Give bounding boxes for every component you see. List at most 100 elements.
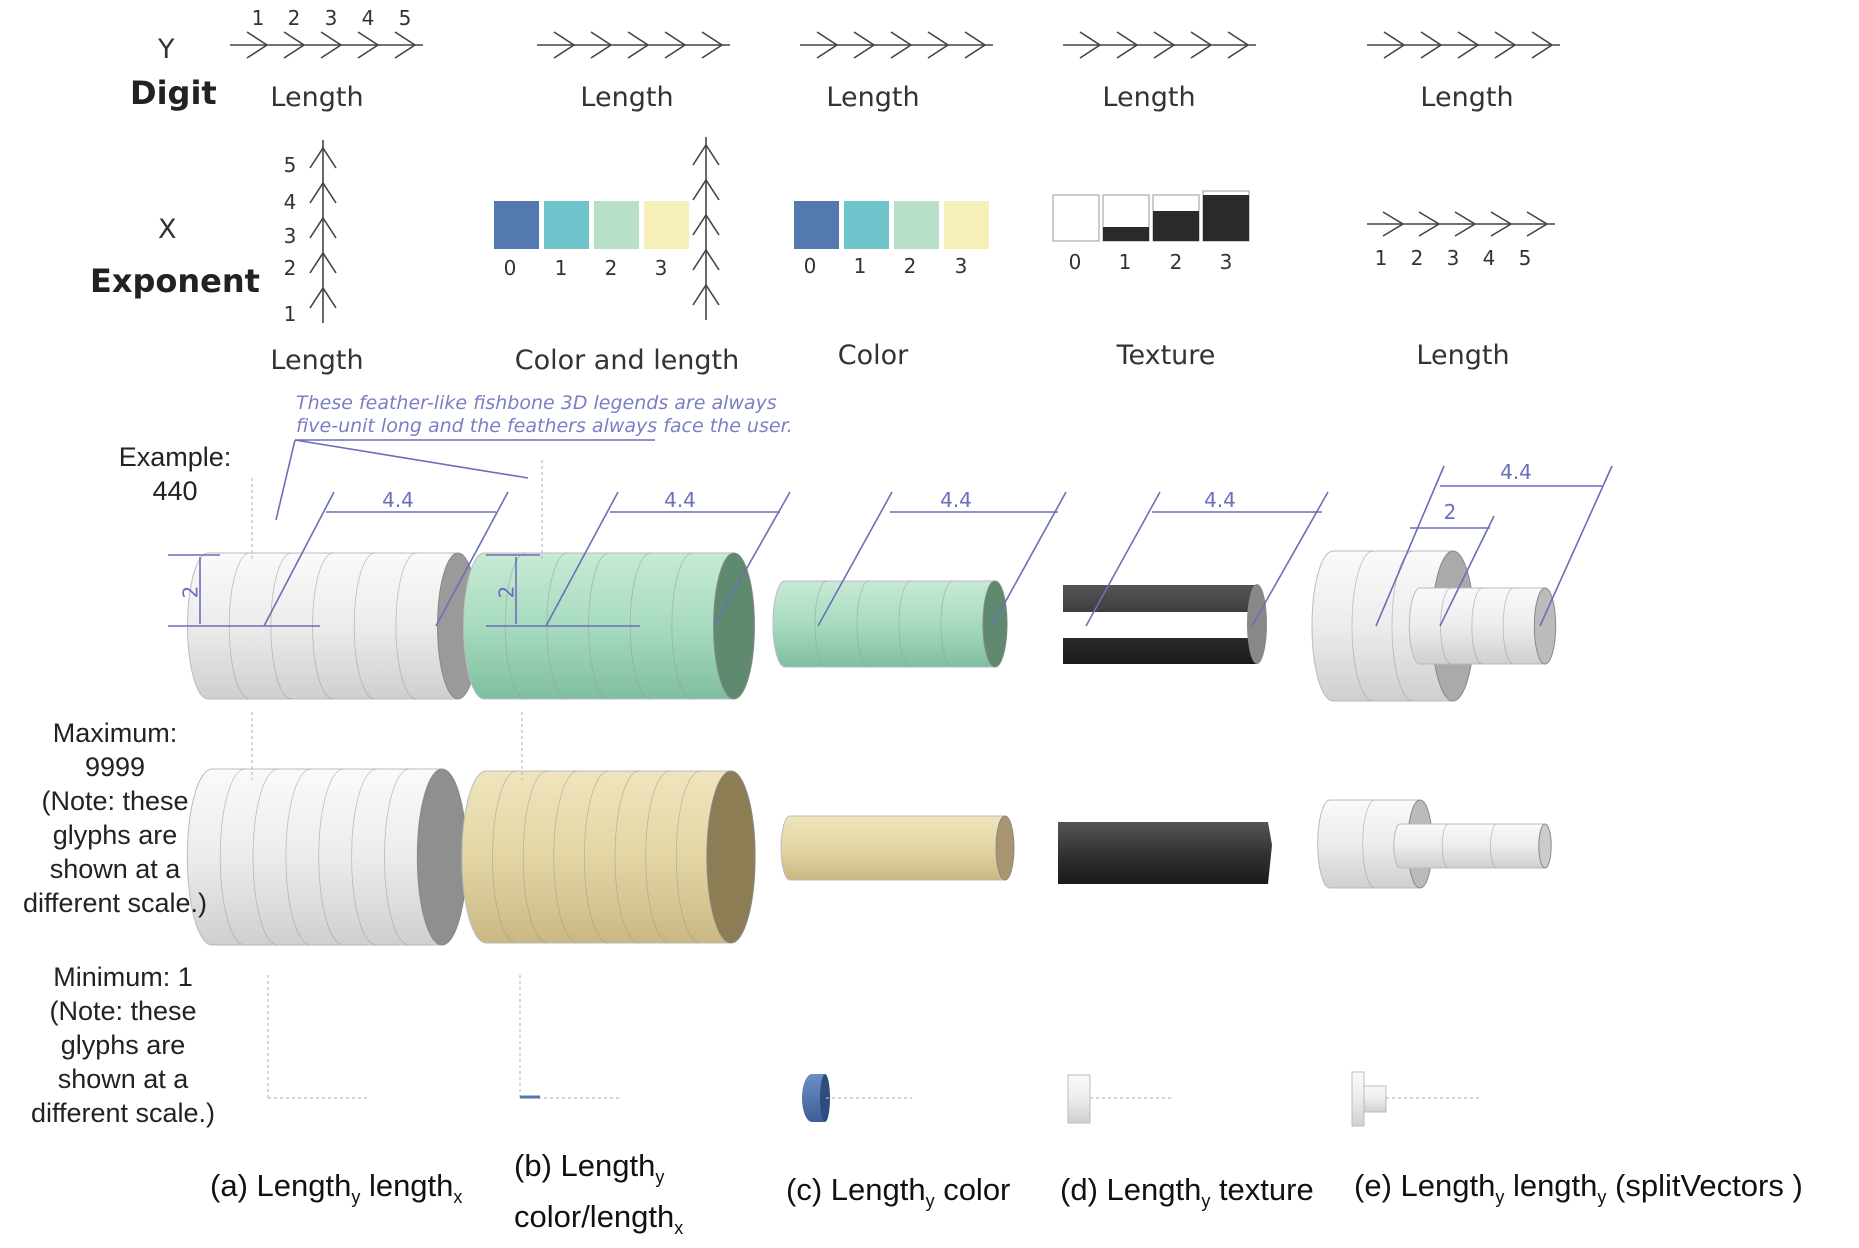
dim-length-a: 4.4 [382, 488, 414, 512]
example-cylinder-e-inner-body [1408, 587, 1546, 665]
digit-chevron-d-chevron [1079, 31, 1102, 59]
caption-e: (e) Lengthy lengthy (splitVectors ) [1354, 1168, 1803, 1208]
dim-height-a: 2 [178, 585, 203, 599]
digit-chevron-b-chevron [664, 31, 687, 59]
texture-fill [1153, 211, 1199, 241]
dim-c-left-ext [817, 491, 893, 627]
max-cylinder-b-ring [614, 770, 640, 944]
y-axis-label: Y [158, 34, 175, 65]
color-tick: 1 [853, 254, 867, 278]
digit-chevron-b-chevron [590, 31, 613, 59]
col-d-exponent-label: Texture [1116, 340, 1216, 371]
example-cylinder-d-band [1063, 612, 1257, 638]
dim-a-left-ext [263, 491, 335, 627]
digit-chevron-c-chevron [853, 31, 876, 59]
texture-tick: 3 [1219, 250, 1233, 274]
digit-chevron-a-chevron [320, 31, 343, 59]
exponent-tick: 5 [283, 153, 297, 177]
color-swatch [644, 201, 689, 249]
exponent-chevron-e-chevron [1490, 211, 1513, 237]
digit-chevron-d-chevron [1153, 31, 1176, 59]
digit-chevron-e-chevron [1383, 31, 1406, 59]
max-cylinder-c-body [780, 815, 1006, 881]
color-tick: 3 [954, 254, 968, 278]
dim-length-d: 4.4 [1204, 488, 1236, 512]
max-cylinder-c-cap [995, 815, 1015, 881]
max-cylinder-b-cap [706, 770, 756, 944]
digit-chevron-e-chevron [1457, 31, 1480, 59]
col-e-exponent-label: Length [1416, 340, 1510, 371]
dim-e-left-ext [1375, 465, 1445, 627]
caption-a: (a) Lengthy lengthx [210, 1168, 463, 1208]
exponent-chevron-a-chevron [309, 286, 337, 309]
example-cylinder-c-cap [982, 580, 1008, 668]
dim-b-left-ext [545, 491, 619, 627]
color-swatch [894, 201, 939, 249]
texture-fill [1203, 195, 1249, 241]
color-swatch [594, 201, 639, 249]
exponent-chevron-e-chevron [1526, 211, 1549, 237]
length-tick: 2 [1410, 246, 1424, 270]
col-b-exponent-label: Color and length [514, 345, 740, 376]
digit-chevron-d-chevron [1227, 31, 1250, 59]
maximum-label: Maximum: 9999 (Note: these glyphs are sh… [22, 718, 208, 918]
col-a-digit-label: Length [270, 82, 364, 113]
digit-chevron-a-chevron [357, 31, 380, 59]
max-cylinder-a-ring [252, 768, 278, 946]
max-cylinder-b-ring [492, 770, 517, 944]
exponent-tick: 1 [283, 302, 297, 326]
length-tick: 1 [1374, 246, 1388, 270]
exponent-chevron-b-chevron [692, 178, 720, 201]
dim-length-e: 4.4 [1500, 460, 1532, 484]
max-cylinder-a-ring [318, 768, 344, 946]
annotation-arrow-a [275, 439, 296, 521]
max-cylinder-a-ring [219, 768, 245, 946]
max-cylinder-a-cap [416, 768, 468, 946]
color-swatch [794, 201, 839, 249]
max-cylinder-b-ring [675, 770, 701, 944]
legend-annotation: These feather-like fishbone 3D legends a… [296, 392, 793, 437]
max-cylinder-b-ring [645, 770, 670, 944]
example-label: Example: 440 [118, 442, 232, 506]
exponent-chevron-b-chevron [692, 213, 720, 236]
max-cylinder-a-ring [285, 768, 311, 946]
max-cylinder-d-body [1058, 822, 1272, 884]
dim-length-b: 4.4 [664, 488, 696, 512]
max-cylinder-b-ring [553, 770, 578, 944]
example-cylinder-a-body [187, 552, 459, 700]
col-e-digit-label: Length [1420, 82, 1514, 113]
max-cylinder-e-inner-body [1393, 823, 1546, 869]
color-swatch [944, 201, 989, 249]
example-cylinder-c-ring [898, 580, 912, 668]
digit-chevron-c-chevron [927, 31, 950, 59]
color-tick: 1 [554, 256, 568, 280]
exponent-chevron-b-chevron [692, 248, 720, 271]
length-tick: 4 [1482, 246, 1496, 270]
digit-chevron-c-chevron [964, 31, 987, 59]
digit-chevron-b-chevron [627, 31, 650, 59]
exponent-label: Exponent [90, 262, 260, 300]
texture-fill [1103, 227, 1149, 241]
col-c-digit-label: Length [826, 82, 920, 113]
min-cylinder-c-cap [820, 1074, 830, 1122]
exponent-chevron-a-chevron [309, 216, 337, 239]
digit-tick: 4 [361, 6, 375, 30]
example-cylinder-e-outer-ring [1351, 550, 1374, 702]
max-cylinder-a-body [186, 768, 443, 946]
exponent-chevron-b-chevron [692, 283, 720, 306]
max-cylinder-e-inner-ring [1441, 823, 1449, 869]
example-cylinder-e-inner-ring [1502, 587, 1514, 665]
digit-chevron-c-chevron [890, 31, 913, 59]
dim-b-right-ext [713, 491, 791, 627]
col-b-digit-label: Length [580, 82, 674, 113]
dim-e-right-ext [1539, 465, 1613, 627]
dim-a-right-ext [435, 491, 509, 627]
exponent-chevron-e-chevron [1454, 211, 1477, 237]
col-c-exponent-label: Color [837, 340, 909, 371]
example-cylinder-a-ring [353, 552, 375, 700]
min-cylinder-e-inner [1363, 1085, 1387, 1113]
exponent-chevron-a-chevron [309, 181, 337, 204]
exponent-chevron-b-chevron [692, 143, 720, 166]
col-a-exponent-label: Length [270, 345, 364, 376]
